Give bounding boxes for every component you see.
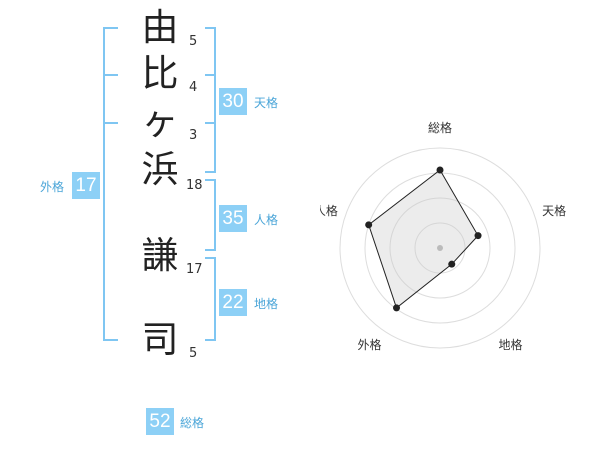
- stroke-count-6: 5: [189, 346, 198, 361]
- name-char-2: 比: [141, 52, 179, 95]
- name-char-6: 司: [141, 318, 179, 361]
- bracket-tenkaku: [205, 27, 216, 173]
- soukaku-score: 52: [146, 408, 174, 435]
- stroke-count-1: 5: [189, 34, 198, 49]
- gaikaku-label: 外格: [40, 180, 65, 194]
- tenkaku-score: 30: [219, 88, 247, 115]
- tenkaku-label: 天格: [254, 96, 279, 110]
- radar-point-3: [448, 260, 456, 268]
- radar-axis-label-5: 人格: [320, 203, 338, 218]
- jinkaku-label: 人格: [254, 213, 279, 227]
- name-char-4: 浜: [141, 148, 179, 191]
- radar-point-2: [474, 232, 482, 240]
- radar-center-dot: [437, 245, 443, 251]
- radar-axis-label-2: 天格: [542, 203, 566, 218]
- name-char-1: 由: [141, 6, 179, 49]
- chikaku-score: 22: [219, 289, 247, 316]
- jinkaku-score: 35: [219, 205, 247, 232]
- left-outer-bracket: [103, 27, 118, 341]
- radar-axis-label-1: 総格: [428, 120, 452, 135]
- stroke-count-5: 17: [186, 262, 203, 277]
- radar-point-5: [365, 221, 373, 229]
- radar-ring-2: [389, 197, 491, 299]
- name-char-3: ヶ: [141, 100, 179, 143]
- stroke-count-3: 3: [189, 128, 198, 143]
- bracket-chikaku: [205, 257, 216, 341]
- name-char-5: 謙: [141, 234, 179, 277]
- radar-point-1: [436, 166, 444, 174]
- radar-axis-label-4: 外格: [357, 337, 381, 352]
- radar-axis-label-3: 地格: [499, 337, 523, 352]
- stroke-count-2: 4: [189, 80, 198, 95]
- bracket-jinkaku: [205, 179, 216, 251]
- gaikaku-score: 17: [72, 172, 100, 199]
- stroke-count-4: 18: [186, 178, 203, 193]
- chikaku-label: 地格: [254, 297, 279, 311]
- soukaku-label: 総格: [180, 416, 205, 430]
- radar-point-4: [393, 304, 401, 312]
- radar-data-polygon: [368, 169, 479, 309]
